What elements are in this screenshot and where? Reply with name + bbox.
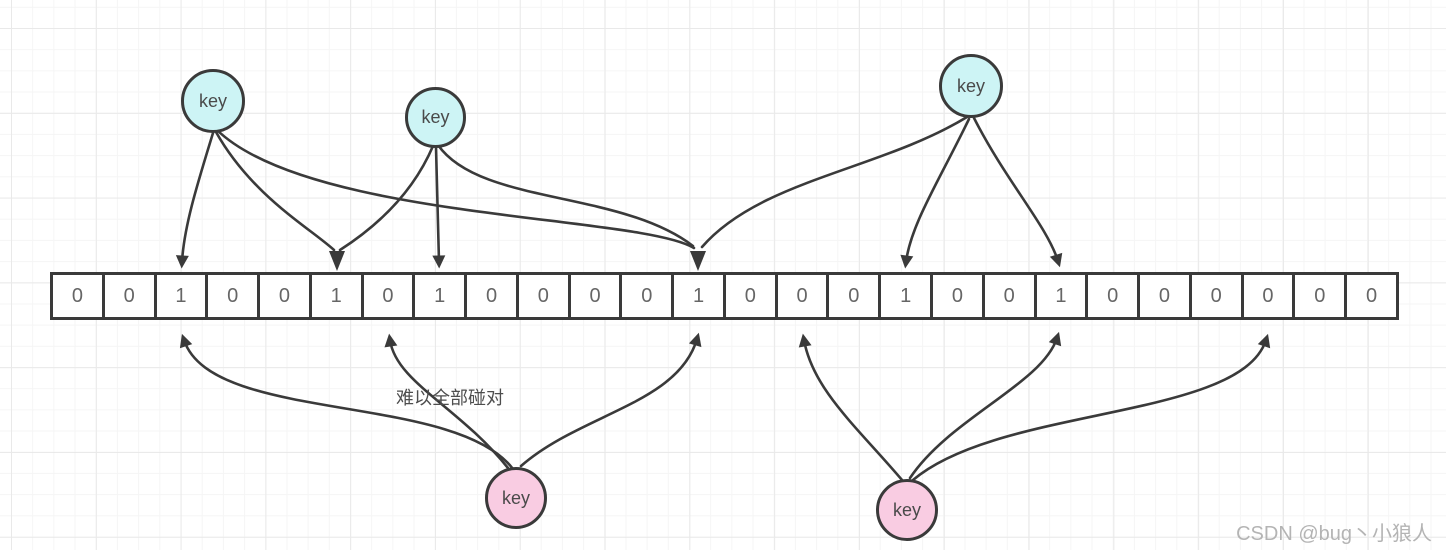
top-key-2: key (405, 87, 466, 148)
bit-cell: 0 (205, 275, 258, 317)
bottom-key-2: key (876, 479, 938, 541)
arrow-topkey1-to-cell13 (215, 128, 696, 250)
bit-cell: 1 (308, 275, 361, 317)
key-label: key (421, 107, 450, 127)
bit-cell: 0 (1188, 275, 1241, 317)
bit-cell: 0 (930, 275, 982, 317)
bit-cell: 0 (515, 275, 568, 317)
bit-cell: 0 (257, 275, 309, 317)
bit-cell: 1 (1033, 275, 1086, 317)
bit-cell: 0 (774, 275, 827, 317)
arrow-topkey3-to-cell17 (900, 117, 971, 269)
arrow-bottomkey1-to-cell7 (384, 333, 510, 470)
arrowhead-cell6 (329, 251, 345, 271)
bit-cell: 1 (878, 275, 931, 317)
arrow-topkey3-to-cell20 (972, 116, 1063, 268)
arrow-topkey2-to-cell13 (436, 143, 695, 248)
annotation-label: 难以全部碰对 (396, 388, 504, 408)
bit-cell: 0 (101, 275, 154, 317)
bit-cell: 0 (1344, 275, 1396, 317)
bit-cell: 1 (671, 275, 723, 317)
bit-cell: 0 (1085, 275, 1138, 317)
key-label: key (198, 90, 227, 111)
bit-cell: 0 (981, 275, 1034, 317)
arrow-bottomkey2-to-cell24 (911, 333, 1271, 482)
arrow-bottomkey2-to-cell20 (908, 331, 1062, 480)
bit-cell: 0 (619, 275, 672, 317)
bit-cell: 0 (1240, 275, 1293, 317)
arrow-bottomkey2-to-cell15 (798, 333, 904, 482)
bit-cell: 0 (722, 275, 775, 317)
key-label: key (956, 75, 985, 96)
arrow-topkey3-to-cell13 (700, 115, 969, 249)
arrow-topkey2-to-cell8 (432, 145, 446, 269)
key-label: key (892, 499, 921, 520)
arrow-bottomkey1-to-cell13 (519, 332, 702, 468)
top-key-1: key (181, 69, 245, 133)
bit-cell: 1 (412, 275, 465, 317)
arrow-topkey2-to-cell6 (338, 144, 435, 252)
bit-cell: 0 (53, 275, 102, 317)
watermark-text: CSDN @bug丶小狼人 (1236, 523, 1432, 545)
arrow-bottomkey1-to-cell3 (179, 333, 515, 471)
bit-cell: 0 (1137, 275, 1189, 317)
bit-cell: 0 (826, 275, 879, 317)
arrowhead-cell13 (690, 251, 706, 271)
bit-cell: 0 (567, 275, 620, 317)
key-label: key (501, 487, 530, 508)
bit-cell: 1 (153, 275, 206, 317)
arrow-topkey1-to-cell3 (175, 131, 215, 269)
bit-cell: 0 (1292, 275, 1345, 317)
bit-cell: 0 (360, 275, 413, 317)
bit-cell: 0 (464, 275, 516, 317)
bottom-key-1: key (485, 467, 547, 529)
top-key-3: key (939, 54, 1003, 118)
arrow-topkey1-to-cell6 (214, 130, 336, 252)
